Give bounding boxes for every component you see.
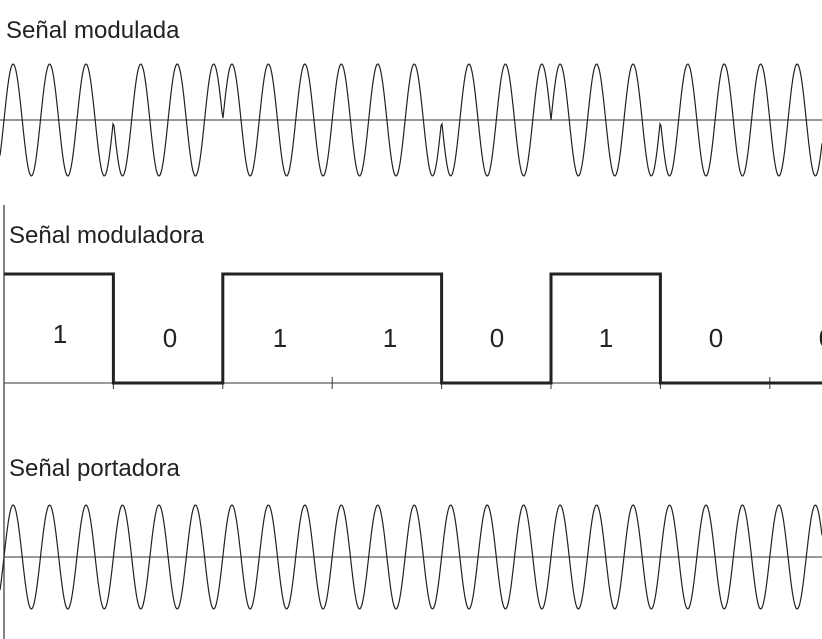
modulated-signal-panel: Señal modulada (0, 17, 822, 177)
bit-label: 1 (53, 319, 67, 349)
modulating-signal-panel: Señal moduladora 1 0 1 1 0 1 0 0 (3, 205, 822, 420)
modulated-signal-title: Señal modulada (6, 17, 180, 44)
bit-label: 0 (163, 323, 177, 353)
modulated-signal-wave (0, 63, 822, 177)
bit-labels: 1 0 1 1 0 1 0 0 (53, 319, 822, 353)
carrier-signal-wave (0, 504, 822, 610)
bit-label: 0 (490, 323, 504, 353)
modulating-signal-wave (4, 272, 822, 385)
modulating-signal-title: Señal moduladora (9, 222, 204, 249)
bit-label: 1 (273, 323, 287, 353)
bit-label: 1 (599, 323, 613, 353)
bit-label: 0 (819, 323, 822, 353)
bit-label: 1 (383, 323, 397, 353)
carrier-signal-title: Señal portadora (9, 455, 180, 482)
carrier-signal-panel: Señal portadora (0, 420, 822, 639)
bit-label: 0 (709, 323, 723, 353)
